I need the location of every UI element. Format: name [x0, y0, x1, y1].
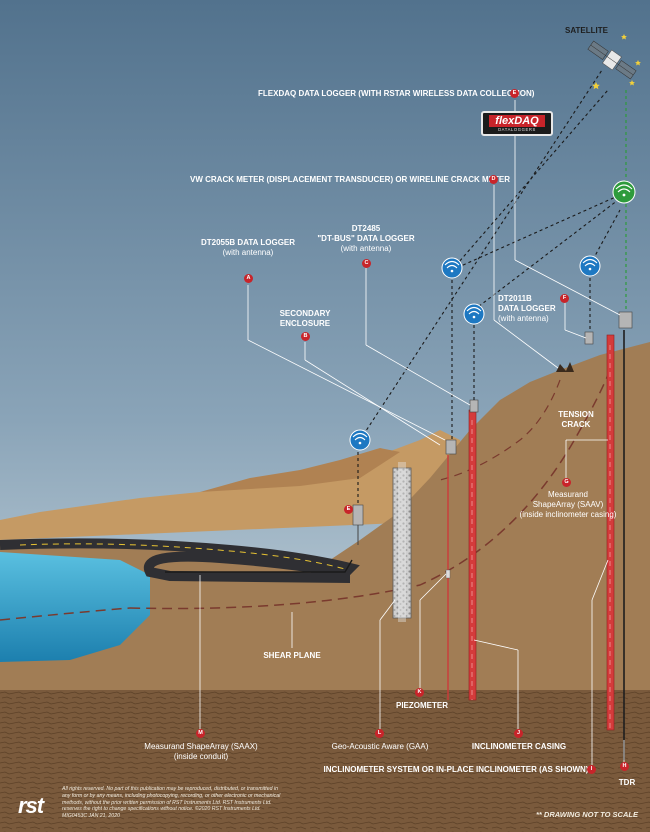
tension-line2: CRACK	[561, 420, 591, 429]
shear-plane-line	[129, 369, 611, 610]
badge-b: B	[301, 332, 310, 341]
lake	[0, 552, 150, 662]
dt2485-logger-icon	[469, 399, 479, 413]
badge-k: K	[415, 688, 424, 697]
satellite-icon	[587, 40, 637, 80]
wifi-green-icon	[612, 180, 636, 204]
soil-slope	[0, 342, 650, 700]
badge-m: M	[196, 729, 205, 738]
badge-d: D	[489, 175, 498, 184]
label-flexdaq: FLEXDAQ DATA LOGGER (with RSTAR Wireless…	[258, 89, 535, 98]
badge-l: L	[375, 729, 384, 738]
dt2011b-logger-icon	[584, 331, 594, 345]
saav-line1: Measurand	[547, 490, 589, 499]
flexdaq-logger-icon	[618, 311, 633, 329]
bedrock	[0, 690, 650, 832]
dt2055b-sub: (with antenna)	[222, 248, 274, 257]
wifi-icon	[579, 255, 601, 277]
label-tdr: TDR	[618, 778, 636, 787]
dt2011b-line2: DATA LOGGER	[498, 304, 556, 313]
label-shear-plane: SHEAR PLANE	[263, 651, 321, 660]
copyright-notice: All rights reserved. No part of this pub…	[62, 786, 281, 820]
label-dt2011b: DT2011B DATA LOGGER (with antenna)	[498, 294, 556, 324]
flexdaq-brand: flexDAQ	[489, 115, 545, 127]
secondary-line1: SECONDARY	[279, 309, 331, 318]
label-saax: Measurand ShapeArray (SAAX) (inside cond…	[144, 742, 257, 762]
badge-a: A	[244, 274, 253, 283]
saax-line1: Measurand ShapeArray (SAAX)	[144, 742, 258, 751]
gaa-borehole	[392, 467, 412, 619]
badge-j: J	[514, 729, 523, 738]
label-vw-crack-meter: VW CRACK METER (displacement transducer)…	[190, 175, 510, 184]
badge-c: C	[362, 259, 371, 268]
dt2055b-title: DT2055B DATA LOGGER	[200, 238, 296, 247]
inclinometer-casing-2	[606, 334, 615, 731]
road	[0, 538, 360, 584]
label-inclinometer-casing: INCLINOMETER CASING	[471, 742, 567, 751]
dt2485-line2: "DT-BUS" DATA LOGGER	[317, 234, 415, 243]
tension-line1: TENSION	[558, 410, 594, 419]
label-gaa: Geo-Acoustic Aware (GAA)	[332, 742, 429, 752]
badge-e-logger: E	[344, 505, 353, 514]
label-piezometer: PIEZOMETER	[395, 701, 449, 710]
saav-line2: ShapeArray (SAAV)	[532, 500, 604, 509]
flexdaq-logo: flexDAQ DATALOGGERS	[481, 111, 553, 136]
label-secondary-enclosure: SECONDARY ENCLOSURE	[280, 309, 331, 329]
flexdaq-tagline: DATALOGGERS	[498, 127, 536, 132]
badge-h: H	[620, 762, 629, 771]
wireless-links	[357, 69, 621, 505]
label-dt2485: DT2485 "DT-BUS" DATA LOGGER (with antenn…	[317, 224, 414, 254]
saax-line2: (inside conduit)	[173, 752, 229, 761]
secondary-line2: ENCLOSURE	[279, 319, 331, 328]
label-tension-crack: TENSION CRACK	[558, 410, 594, 430]
label-dt2055b: DT2055B DATA LOGGER (with antenna)	[201, 238, 295, 258]
rst-logo: rst	[18, 793, 44, 818]
wifi-icon	[441, 257, 463, 279]
scale-note: ** DRAWING NOT TO SCALE	[536, 810, 638, 819]
secondary-enclosure-icon	[445, 439, 457, 455]
inclinometer-casing-1	[468, 409, 477, 701]
badge-f: F	[560, 294, 569, 303]
gaa-text: Geo-Acoustic Aware (GAA)	[331, 742, 429, 751]
dt2055b-logger-icon	[352, 504, 364, 526]
wifi-icon	[349, 429, 371, 451]
label-saav: Measurand ShapeArray (SAAV) (inside incl…	[520, 490, 617, 520]
dt2485-line1: DT2485	[351, 224, 381, 233]
label-satellite: SATELLITE	[565, 26, 608, 35]
dt2485-sub: (with antenna)	[340, 244, 392, 253]
badge-i: I	[587, 765, 596, 774]
badge-e: E	[510, 89, 519, 98]
label-inclinometer-system: INCLINOMETER SYSTEM or IN-PLACE INCLINOM…	[323, 765, 589, 774]
leader-lines	[199, 100, 625, 765]
star-icon	[592, 34, 641, 90]
distant-mountains	[0, 430, 470, 540]
dt2011b-sub: (with antenna)	[498, 314, 549, 323]
dt2011b-line1: DT2011B	[498, 294, 532, 303]
badge-g: G	[562, 478, 571, 487]
wifi-icon	[463, 303, 485, 325]
saav-line3: (inside inclinometer casing)	[519, 510, 617, 519]
